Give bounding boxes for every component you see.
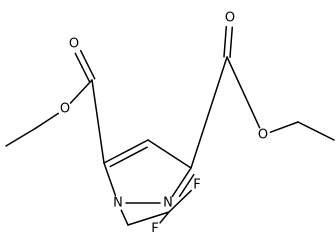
- atom-f2: F: [151, 222, 158, 233]
- atom-n2: N: [163, 196, 173, 211]
- atom-f1: F: [193, 178, 200, 193]
- bond-c4-c5: [103, 139, 149, 164]
- bond-n2-c3-double: [178, 173, 195, 198]
- atom-o-carbonyl-right: O: [225, 11, 235, 26]
- atom-n1: N: [113, 196, 123, 211]
- bond-c3-c-ester-right: [190, 56, 228, 169]
- bond-c-o-ester-right: [226, 56, 261, 129]
- bond-carbonyl-left-2: [74, 52, 91, 83]
- bond-n2-c3: [171, 167, 192, 198]
- bond-ch2-chf2: [127, 211, 170, 226]
- bond-lines: [5, 25, 335, 226]
- chemical-structure: O O O O N N F F: [5, 11, 335, 233]
- bond-ch2-ch3-right: [297, 121, 335, 141]
- bond-c-o-ester-left: [69, 79, 93, 104]
- bond-c3-c4: [147, 139, 192, 169]
- bond-o-ch2-left: [35, 112, 60, 129]
- bond-carbonyl-right-2: [223, 25, 228, 58]
- atom-o-ether-left: O: [60, 102, 70, 117]
- atom-o-ether-right: O: [258, 128, 268, 143]
- bond-carbonyl-left-1: [79, 49, 96, 80]
- bond-c4-c5-double: [109, 146, 148, 168]
- bond-n1-ch2: [120, 209, 129, 226]
- bond-c5-c-ester-left: [91, 79, 105, 164]
- bond-c5-n1: [103, 162, 117, 197]
- bond-o-ch2-right: [269, 121, 299, 133]
- atom-labels: O O O O N N F F: [60, 11, 268, 233]
- bond-c-f1: [168, 189, 192, 213]
- bond-c-f2: [159, 211, 170, 224]
- atom-o-carbonyl-left: O: [69, 37, 79, 52]
- bond-ch2-ch3-left: [5, 127, 37, 147]
- bond-carbonyl-right-1: [229, 26, 234, 58]
